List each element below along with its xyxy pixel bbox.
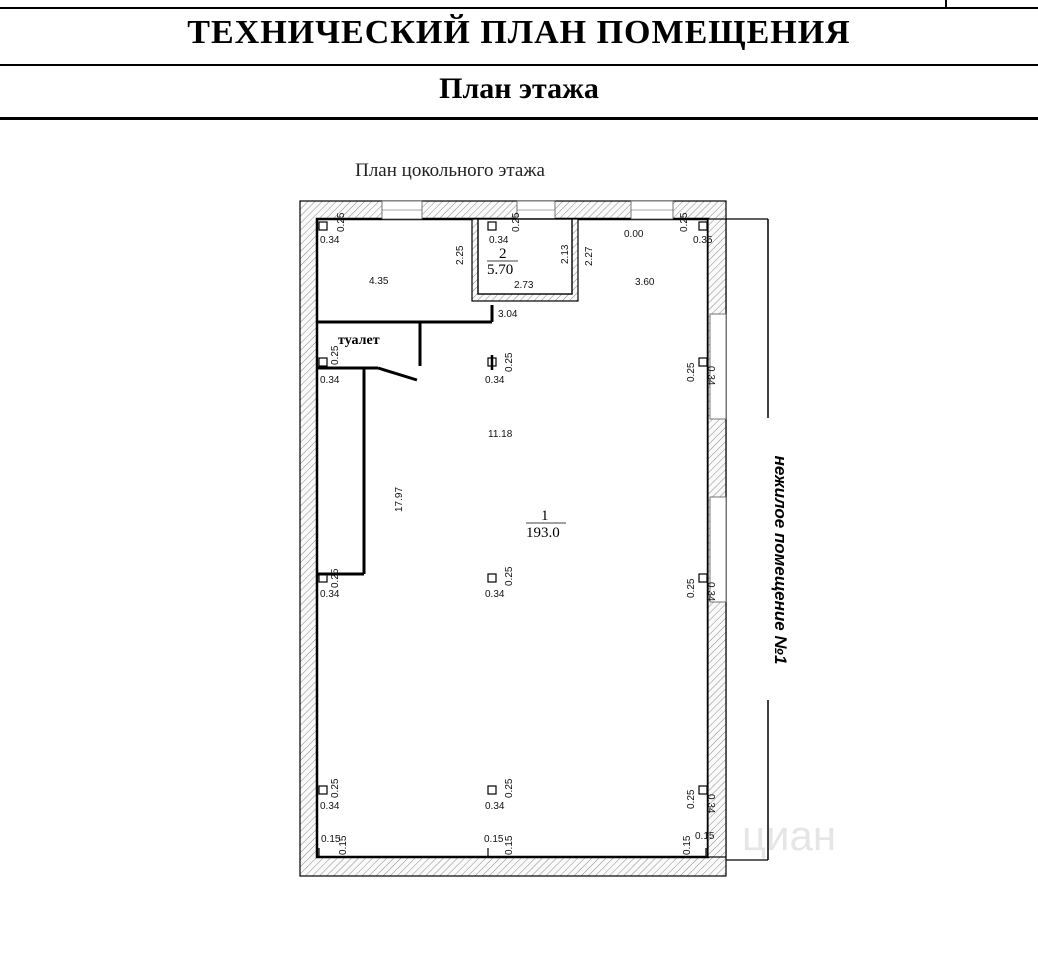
column-width-label: 0.34 xyxy=(705,582,716,602)
document-subtitle: План этажа xyxy=(439,72,599,105)
column-depth-label: 0.25 xyxy=(504,566,515,586)
dimension-label: 4.35 xyxy=(369,276,389,287)
column-depth-label: 0.25 xyxy=(504,778,515,798)
column xyxy=(487,357,497,367)
column xyxy=(318,573,328,583)
dimension-label: 2.25 xyxy=(455,245,466,265)
room-number: 1 xyxy=(541,508,549,524)
column-width-label: 0.34 xyxy=(485,801,505,812)
dimension-label: 2.27 xyxy=(584,246,595,266)
outer-walls xyxy=(299,200,727,877)
wall-opening xyxy=(709,313,727,420)
room-labels: 2 5.70 1 193.0 туалет xyxy=(338,246,566,541)
column-dimension-labels: 0.34 0.25 0.34 0.25 0.35 0.25 0.34 0.25 … xyxy=(320,212,716,855)
column xyxy=(487,785,497,795)
header-top-rule xyxy=(0,7,1038,9)
column-width-label: 0.34 xyxy=(320,235,340,246)
columns xyxy=(318,221,708,857)
column-width-label: 0.34 xyxy=(320,801,340,812)
column-depth-label: 0.25 xyxy=(330,345,341,365)
column xyxy=(487,221,497,231)
header-rule xyxy=(0,64,1038,66)
column-depth-label: 0.25 xyxy=(686,362,697,382)
room-area: 193.0 xyxy=(526,525,560,541)
column-depth-label: 0.25 xyxy=(330,778,341,798)
column-width-label: 0.15 xyxy=(484,834,504,845)
column xyxy=(318,357,328,367)
dimension-label: 2.73 xyxy=(514,280,534,291)
column-width-label: 0.34 xyxy=(320,589,340,600)
column-width-label: 0.34 xyxy=(320,375,340,386)
column xyxy=(698,785,708,795)
column-width-label: 0.34 xyxy=(705,366,716,386)
column-depth-label: 0.15 xyxy=(504,835,515,855)
adjacent-room-boundary xyxy=(726,218,769,861)
plan-caption: План цокольного этажа xyxy=(355,160,545,181)
dimension-label: 3.60 xyxy=(635,277,655,288)
column-width-label: 0.34 xyxy=(485,589,505,600)
room-area: 5.70 xyxy=(487,262,513,278)
column-width-label: 0.15 xyxy=(695,831,715,842)
column-depth-label: 0.25 xyxy=(336,212,347,232)
column-depth-label: 0.15 xyxy=(338,835,349,855)
column-depth-label: 0.25 xyxy=(511,212,522,232)
column xyxy=(318,785,328,795)
column-depth-label: 0.25 xyxy=(686,789,697,809)
room-dimension-labels: 4.35 2.25 2.13 2.27 2.73 0.00 3.60 3.04 … xyxy=(369,229,655,512)
column xyxy=(698,221,708,231)
column xyxy=(698,357,708,367)
watermark: циан xyxy=(742,812,836,859)
header-rule xyxy=(0,117,1038,120)
room-number: 2 xyxy=(499,246,507,262)
column-width-label: 0.34 xyxy=(485,375,505,386)
column-width-label: 0.35 xyxy=(693,235,713,246)
column-depth-label: 0.25 xyxy=(504,352,515,372)
column xyxy=(487,573,497,583)
column-depth-label: 0.25 xyxy=(330,568,341,588)
dimension-label: 0.00 xyxy=(624,229,644,240)
dimension-label: 2.13 xyxy=(560,244,571,264)
column-depth-label: 0.25 xyxy=(686,578,697,598)
room-1-outline xyxy=(315,217,710,859)
column-width-label: 0.34 xyxy=(705,794,716,814)
column-width-label: 0.34 xyxy=(489,235,509,246)
column xyxy=(318,221,328,231)
column xyxy=(698,573,708,583)
column-width-label: 0.15 xyxy=(321,834,341,845)
column-depth-label: 0.25 xyxy=(679,212,690,232)
column-depth-label: 0.15 xyxy=(682,835,693,855)
header-corner-tick xyxy=(945,0,947,9)
wall-opening xyxy=(709,496,727,603)
toilet-label: туалет xyxy=(338,333,380,348)
dimension-label: 3.04 xyxy=(498,309,518,320)
dimension-label: 17.97 xyxy=(394,487,405,512)
dimension-label: 11.18 xyxy=(488,429,513,440)
adjacent-room-label: нежилое помещение №1 xyxy=(771,456,790,665)
room-2 xyxy=(471,218,579,302)
document-title: ТЕХНИЧЕСКИЙ ПЛАН ПОМЕЩЕНИЯ xyxy=(187,14,851,51)
